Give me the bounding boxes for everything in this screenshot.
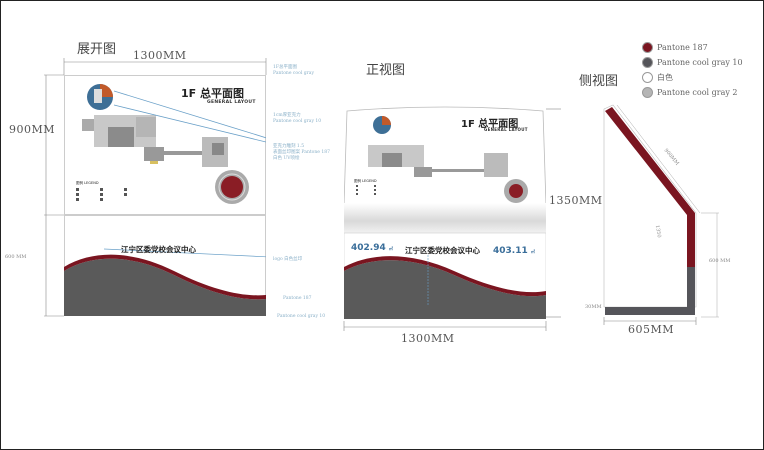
- unfolded-floor-plan: [76, 84, 266, 204]
- front-plan-subtitle: GENERAL LAYOUT: [484, 127, 528, 132]
- front-center-name: 江宁区委党校会议中心: [405, 246, 480, 255]
- side-diag-label: 1350: [653, 224, 662, 239]
- note-mid-2: Pantone cool gray 10: [273, 119, 322, 124]
- unfolded-width-label: 1300MM: [133, 49, 187, 62]
- swatch-icon: [642, 42, 653, 53]
- note-base: Pantone cool gray 10: [277, 314, 326, 319]
- front-panel: [344, 106, 546, 319]
- palette-item-cool-gray-10: Pantone cool gray 10: [642, 55, 743, 70]
- note-mid-4: 表面丝印图案 Pantone 187: [273, 150, 330, 155]
- palette-item-cool-gray-2: Pantone cool gray 2: [642, 85, 743, 100]
- unfolded-wave-band: [64, 248, 266, 316]
- side-width-label: 605MM: [628, 323, 675, 336]
- side-base-label: 30MM: [585, 304, 602, 310]
- note-center: logo 白色丝印: [273, 257, 303, 262]
- unfolded-legend-heading: 图例 LEGEND: [76, 181, 99, 185]
- note-top-2: Pantone cool gray: [273, 71, 314, 76]
- note-band: Pantone 187: [283, 296, 312, 301]
- note-top-1: 1F总平面图: [273, 65, 297, 70]
- unfolded-plan-title: 1F 总平面图: [181, 87, 245, 100]
- note-mid-3: 亚克力雕刻 1.5: [273, 144, 305, 149]
- unfolded-plan-subtitle: GENERAL LAYOUT: [207, 100, 256, 105]
- color-palette: Pantone 187 Pantone cool gray 10 白色 Pant…: [642, 40, 743, 100]
- front-plan-title: 1F 总平面图: [461, 119, 519, 130]
- front-area-left: 402.94 ㎡: [351, 243, 393, 253]
- note-mid-1: 1cm厚亚克力: [273, 113, 301, 118]
- note-mid-5: 白色 UV喷绘: [273, 156, 300, 161]
- swatch-icon: [642, 87, 653, 98]
- front-legend-heading: 图例 LEGEND: [354, 179, 377, 183]
- side-lower-label: 600 MM: [709, 258, 731, 264]
- unfolded-view-title: 展开图: [77, 42, 117, 57]
- front-height-label: 1350MM: [549, 194, 603, 207]
- front-width-label: 1300MM: [401, 332, 455, 345]
- unfolded-lower-height-label: 600 MM: [5, 254, 27, 260]
- unfolded-height-label: 900MM: [9, 123, 56, 136]
- unfolded-center-name: 江宁区委党校会议中心: [121, 245, 196, 254]
- swatch-icon: [642, 57, 653, 68]
- swatch-icon: [642, 72, 653, 83]
- palette-item-pantone-187: Pantone 187: [642, 40, 743, 55]
- palette-item-white: 白色: [642, 70, 743, 85]
- side-view-title: 侧视图: [579, 74, 619, 89]
- front-view-title: 正视图: [366, 63, 406, 78]
- front-area-right: 403.11 ㎡: [493, 246, 535, 256]
